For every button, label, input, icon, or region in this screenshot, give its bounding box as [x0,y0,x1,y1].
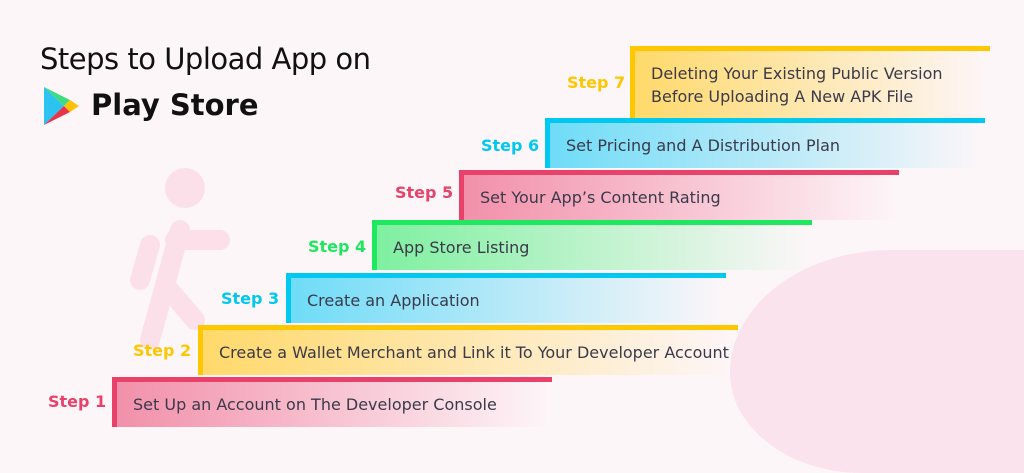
step-5-block: Set Your App’s Content Rating [459,170,899,220]
step-label: Step 4 [308,237,367,256]
step-text: Set Pricing and A Distribution Plan [566,136,841,155]
step-6-block: Set Pricing and A Distribution Plan [545,118,985,168]
step-text: Deleting Your Existing Public Version Be… [651,63,943,106]
step-label: Step 2 [133,341,192,360]
step-text: Create an Application [307,291,480,310]
step-text: App Store Listing [393,238,530,257]
step-2-block: Create a Wallet Merchant and Link it To … [198,325,738,375]
step-label: Step 3 [221,289,280,308]
page-title: Steps to Upload App on [40,42,371,76]
step-text: Set Up an Account on The Developer Conso… [133,395,497,414]
step-7-block: Deleting Your Existing Public Version Be… [630,46,990,118]
play-store-logo-icon [44,87,79,125]
walking-person-illustration [130,168,230,350]
step-text: Create a Wallet Merchant and Link it To … [219,343,729,362]
step-label: Step 1 [48,392,107,411]
step-4-block: App Store Listing [372,220,812,270]
step-1-block: Set Up an Account on The Developer Conso… [112,377,552,427]
store-name: Play Store [91,88,259,122]
step-label: Step 7 [567,73,626,92]
background-blob [730,250,1024,473]
step-label: Step 6 [481,136,540,155]
step-label: Step 5 [395,183,454,202]
step-3-block: Create an Application [286,273,726,323]
step-text: Set Your App’s Content Rating [480,188,721,207]
